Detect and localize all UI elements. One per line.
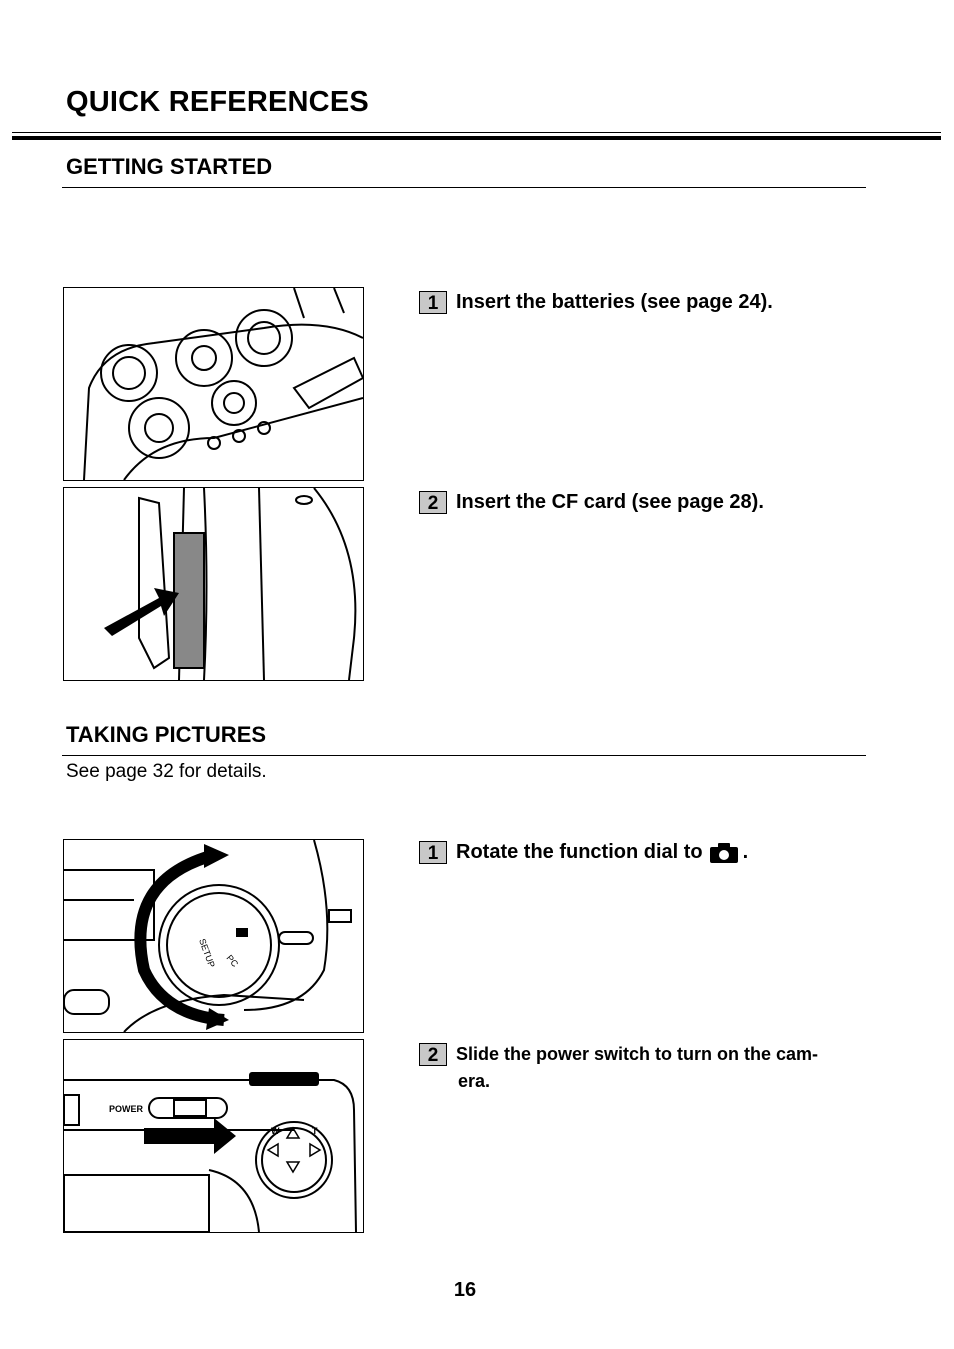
- step-number-badge: 2: [419, 491, 447, 515]
- camera-icon: [709, 842, 739, 863]
- step-number-badge: 1: [419, 841, 447, 865]
- step-insert-cf-card: 2 Insert the CF card (see page 28).: [419, 489, 869, 516]
- step-text-continued: era.: [458, 1070, 491, 1091]
- illustration-batteries: [63, 287, 364, 481]
- step-text: Slide the power switch to turn on the ca…: [456, 1043, 819, 1064]
- step-text: Insert the batteries (see page 24).: [456, 291, 773, 314]
- step-insert-batteries: 1 Insert the batteries (see page 24).: [419, 289, 869, 316]
- title-rule-thick: [12, 136, 941, 140]
- step-text: Insert the CF card (see page 28).: [456, 491, 764, 514]
- section-note: See page 32 for details.: [66, 761, 267, 782]
- section-heading-getting-started: GETTING STARTED: [66, 154, 273, 179]
- title-rule-thin: [12, 132, 941, 133]
- zoom-label-w: W: [271, 1126, 280, 1136]
- step-text-suffix: .: [742, 841, 749, 864]
- power-label: POWER: [109, 1104, 144, 1114]
- step-number-badge: 2: [419, 1042, 447, 1066]
- section-rule: [62, 187, 866, 188]
- step-text: Rotate the function dial to: [456, 841, 703, 864]
- step-rotate-dial: 1 Rotate the function dial to.: [419, 839, 869, 866]
- section-rule: [62, 755, 866, 756]
- dial-label-pc: PC: [224, 953, 240, 969]
- section-heading-taking-pictures: TAKING PICTURES: [66, 722, 267, 747]
- step-number-badge: 1: [419, 291, 447, 315]
- illustration-power-switch: POWER W T: [63, 1039, 364, 1233]
- illustration-function-dial: SETUP PC: [63, 839, 364, 1033]
- dial-label-setup: SETUP: [197, 937, 217, 969]
- page-title: QUICK REFERENCES: [66, 86, 369, 118]
- zoom-label-t: T: [312, 1126, 318, 1136]
- step-slide-power-switch: 2 Slide the power switch to turn on the c…: [419, 1040, 869, 1095]
- page-number: 16: [453, 1279, 477, 1301]
- illustration-cf-card: [63, 487, 364, 681]
